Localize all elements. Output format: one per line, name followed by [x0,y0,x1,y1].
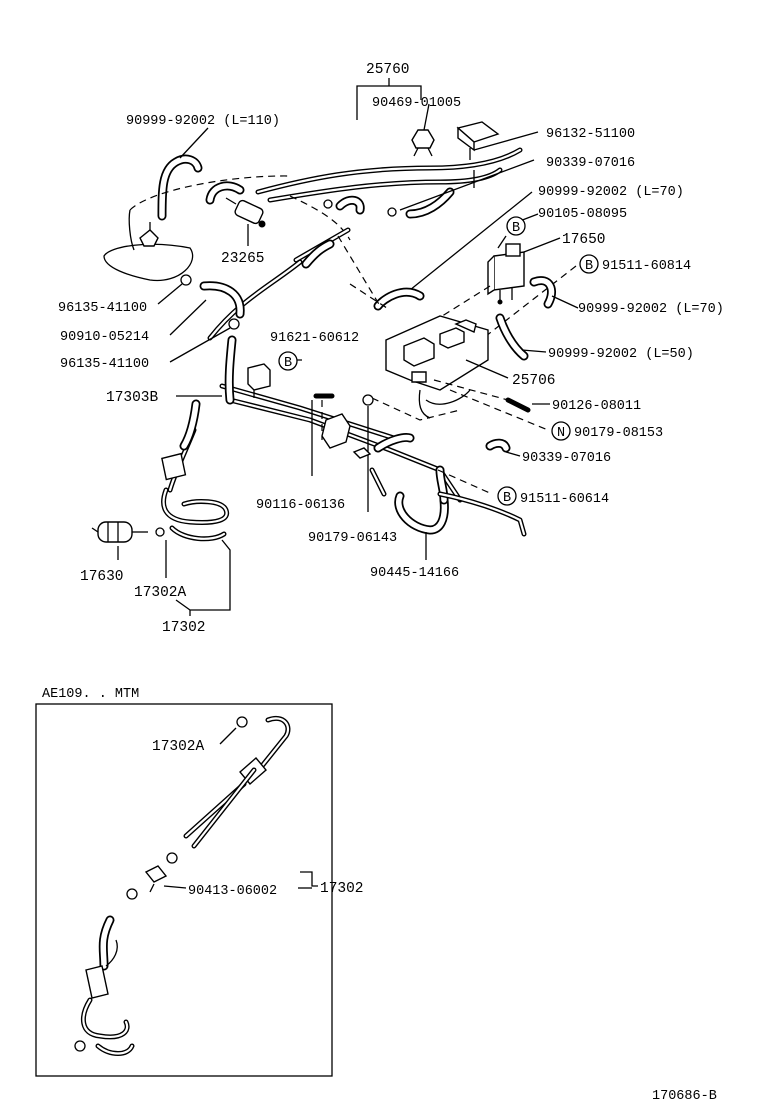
label-90469-01005: 90469-01005 [372,96,461,111]
label-96135-41100-top: 96135-41100 [58,301,147,316]
label-90179-08153: 90179-08153 [574,426,663,441]
vacuum-switching-valve-icon [487,243,525,305]
label-90126-08011: 90126-08011 [552,399,641,414]
label-90999-92002-l70-right: 90999-92002 (L=70) [578,302,724,317]
label-90910-05214: 90910-05214 [60,330,149,345]
label-25760: 25760 [366,62,410,78]
label-90445-14166: 90445-14166 [370,566,459,581]
bracket-clip-icon [247,363,271,398]
clamp-icon [323,199,397,217]
label-91621-60612: 91621-60612 [270,331,359,346]
inset-label-17302a: 17302A [152,739,205,755]
label-96135-41100-bottom: 96135-41100 [60,357,149,372]
label-17302a: 17302A [134,585,187,601]
label-17650: 17650 [562,232,606,248]
marker-b: B [503,491,511,506]
marker-b: B [585,259,593,274]
label-90999-92002-l110: 90999-92002 (L=110) [126,114,280,129]
inset-drawing: AE109. . MTM [35,687,364,1077]
label-90179-06143: 90179-06143 [308,531,397,546]
bracket-icon [385,315,489,419]
marker-b: B [512,221,520,236]
vacuum-filter-icon [91,521,165,543]
label-96132-51100: 96132-51100 [546,127,635,142]
marker-n: N [557,426,565,441]
vsv-valve-icon [205,181,266,228]
clip-icon [411,129,435,157]
main-assembly-drawing: B B N [91,78,599,616]
inset-label-90413-06002: 90413-06002 [188,884,277,899]
label-90116-06136: 90116-06136 [256,498,345,513]
clamp-icon [180,274,240,330]
marker-b: B [284,356,292,371]
clamp-icon [74,716,248,1052]
label-17302: 17302 [162,620,206,636]
tee-fitting-icon [144,865,168,893]
label-90105-08095: 90105-08095 [538,207,627,222]
inset-title: AE109. . MTM [42,687,139,702]
label-90999-92002-l50: 90999-92002 (L=50) [548,347,694,362]
label-23265: 23265 [221,251,265,267]
reference-number: 170686-B [652,1089,717,1104]
fitting-icon [139,222,159,247]
label-91511-60814: 91511-60814 [602,259,691,274]
label-17630: 17630 [80,569,124,585]
cap-icon [456,121,500,160]
label-91511-60614: 91511-60614 [520,492,609,507]
label-90339-07016-bottom: 90339-07016 [522,451,611,466]
label-17303b: 17303B [106,390,159,406]
inset-label-17302: 17302 [320,881,364,897]
label-90339-07016-top: 90339-07016 [546,156,635,171]
label-25706: 25706 [512,373,556,389]
label-90999-92002-l70-top: 90999-92002 (L=70) [538,185,684,200]
